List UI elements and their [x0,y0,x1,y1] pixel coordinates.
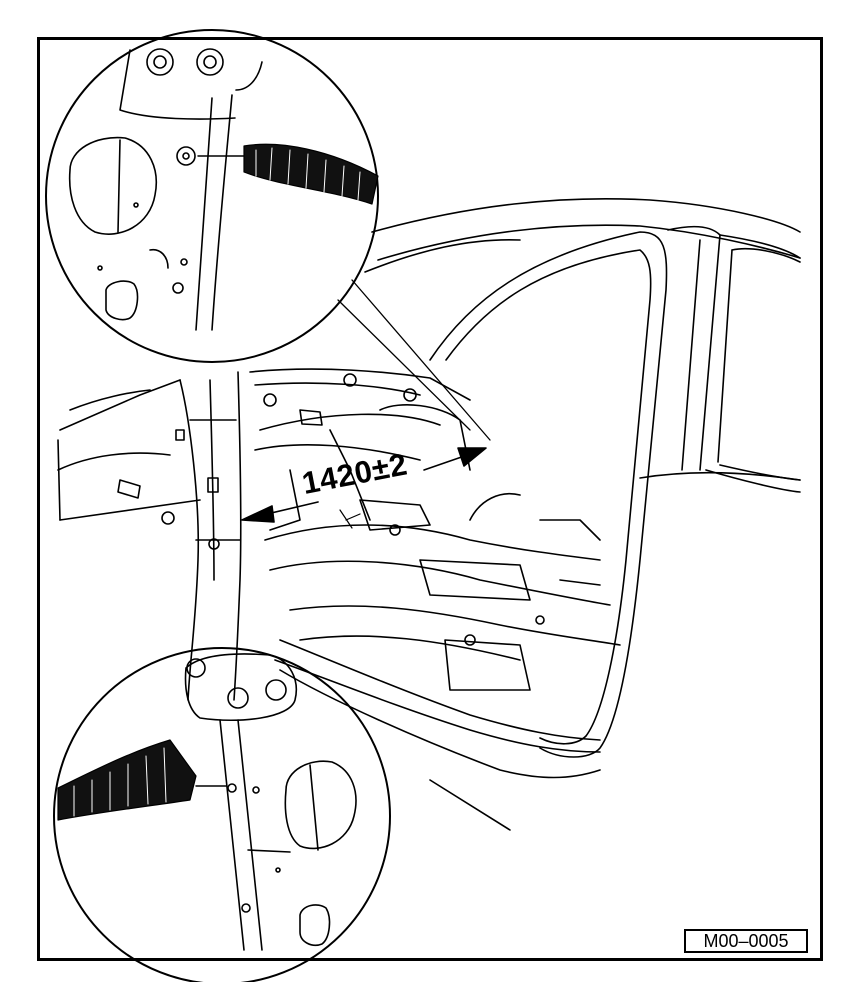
pillar-reference-bore-icon [176,146,196,166]
figure-reference-code: M00–0005 [684,929,808,953]
top-detail-callout [45,29,491,441]
bottom-detail-callout [53,647,391,982]
roof-and-door-frame [274,197,801,831]
dimension-arrow-icon [241,447,487,529]
measuring-tape-icon [57,739,227,821]
figure-frame [37,37,823,961]
measuring-tape-icon [197,143,379,205]
interior-floor [249,368,621,691]
front-structure [57,371,297,722]
